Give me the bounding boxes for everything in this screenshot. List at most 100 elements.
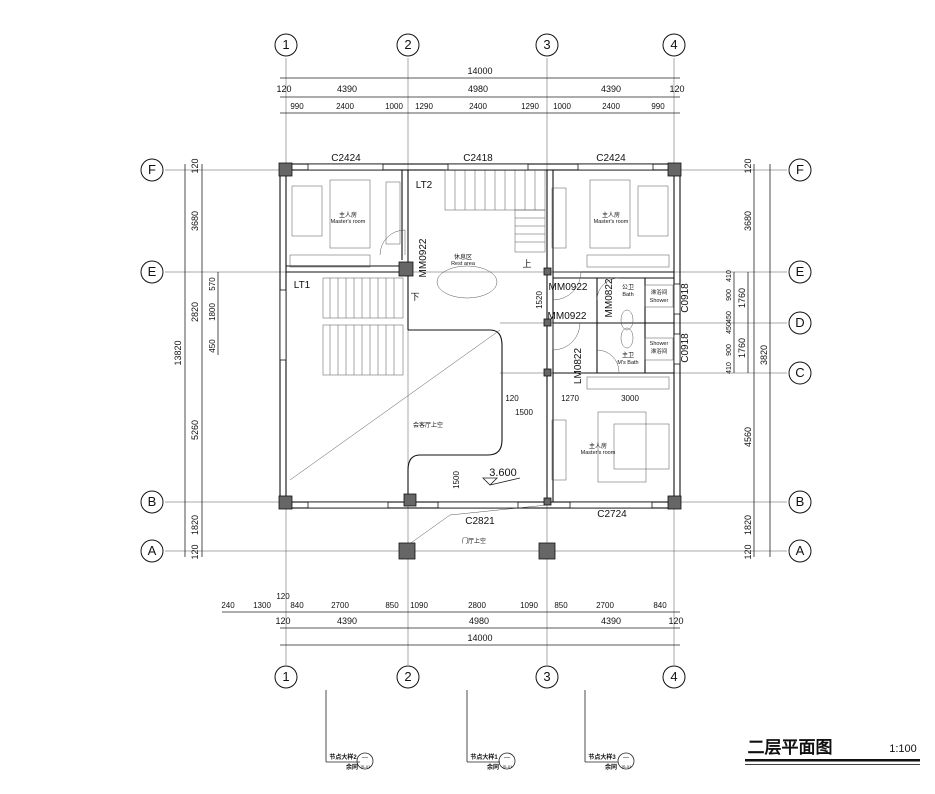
dimension-total: 13820: [173, 340, 183, 365]
door-tag: LM0822: [573, 347, 584, 384]
dimension-bay: 1760: [737, 288, 747, 308]
dimension-detail: 2400: [602, 102, 620, 111]
dimension-bay: 4980: [469, 616, 489, 626]
dimension-interior: 1520: [535, 291, 544, 309]
dimension-detail: 240: [221, 601, 235, 610]
room-label: 主人房: [602, 211, 620, 219]
drawing-scale: 1:100: [889, 743, 917, 755]
stairs: [289, 169, 548, 546]
title-underline: [745, 759, 920, 765]
dimension-lines: [184, 77, 771, 646]
dimension-total: 14000: [467, 633, 492, 643]
dimension-bay: 120: [743, 158, 753, 173]
dimension-bay: 1820: [743, 515, 753, 535]
dimension-detail: 1090: [410, 601, 428, 610]
window-tag: C2424: [331, 153, 361, 164]
dimension-bay: 1760: [737, 338, 747, 358]
dimension-detail: 900: [726, 289, 733, 301]
dimension-detail: 450: [726, 311, 733, 323]
axis-bubble-label: A: [148, 543, 157, 558]
detail-callout-sub: 余同: [345, 763, 358, 771]
door-tag: MM0922: [418, 238, 429, 277]
room-label: 主人房: [339, 211, 357, 219]
axis-bubble-label: 1: [282, 669, 289, 684]
dimension-detail: 120: [276, 592, 290, 601]
axis-bubble-label: 2: [404, 37, 411, 52]
room-label: Shower: [650, 341, 669, 347]
dimension-bay: 5260: [190, 420, 200, 440]
axis-bubble-label: B: [148, 494, 157, 509]
axis-bubbles: [140, 33, 812, 689]
detail-callout-number: —: [362, 755, 368, 761]
dimension-detail: 850: [554, 601, 568, 610]
detail-callout-label: 节点大样2: [329, 753, 357, 761]
dimension-bay: 120: [668, 616, 683, 626]
detail-callout-number: —: [623, 755, 629, 761]
dimension-interior: 120: [505, 394, 519, 403]
void-label: 会客厅上空: [413, 421, 443, 429]
dimension-bay: 4390: [601, 616, 621, 626]
detail-callout-label: 节点大样1: [470, 753, 498, 761]
dimension-bay: 4390: [601, 84, 621, 94]
dimension-bay: 2820: [190, 302, 200, 322]
dimension-interior: 1500: [515, 408, 533, 417]
dimension-detail: 450: [208, 339, 217, 353]
stair-label: LT1: [294, 280, 311, 291]
room-label: Master's room: [594, 219, 629, 225]
axis-bubble-label: 4: [670, 37, 677, 52]
dimension-detail: 850: [385, 601, 399, 610]
room-label: 公卫: [622, 284, 634, 291]
stair-direction: 下: [410, 292, 419, 302]
dimension-detail: 840: [290, 601, 304, 610]
dimension-detail: 2700: [596, 601, 614, 610]
furniture: [289, 179, 674, 483]
room-label: Master's room: [331, 219, 366, 225]
dimension-bay: 120: [190, 544, 200, 559]
columns: [278, 162, 682, 560]
dimension-bay: 3680: [190, 211, 200, 231]
axis-grid: [165, 58, 787, 665]
dimension-detail: 2800: [468, 601, 486, 610]
dimension-bay: 1820: [190, 515, 200, 535]
detail-callout-sheet: JS-01: [621, 764, 632, 769]
dimension-total: 14000: [467, 66, 492, 76]
detail-callout-sheet: JS-01: [360, 764, 371, 769]
room-label: 淋浴间: [651, 347, 668, 355]
window-tag: C2724: [597, 509, 627, 520]
window-tag: C2424: [596, 153, 626, 164]
door-tag: MM0922: [549, 282, 588, 293]
windows: [279, 163, 681, 509]
room-label: Master's room: [581, 450, 616, 456]
dimension-bay: 3680: [743, 211, 753, 231]
detail-callout-sheet: JS-01: [502, 764, 513, 769]
detail-callout-label: 节点大样3: [588, 753, 616, 761]
axis-bubble-label: 2: [404, 669, 411, 684]
dimension-bay: 120: [276, 84, 291, 94]
doors: [379, 229, 620, 373]
dimension-detail: 450: [726, 322, 733, 334]
room-label: 休息区: [454, 253, 472, 261]
dimension-detail: 840: [653, 601, 667, 610]
elevation-marker: [482, 477, 521, 486]
window-tag: C0918: [680, 333, 691, 363]
axis-bubble-label: C: [795, 365, 804, 380]
dimension-detail: 900: [726, 344, 733, 356]
room-label: 淋浴间: [651, 288, 668, 296]
axis-bubble-label: A: [796, 543, 805, 558]
axis-bubble-label: D: [795, 315, 804, 330]
axis-bubble-label: 3: [543, 37, 550, 52]
dimension-bay: 4390: [337, 84, 357, 94]
axis-bubble-label: F: [148, 162, 156, 177]
dimension-detail: 1090: [520, 601, 538, 610]
detail-callout-sub: 余同: [486, 763, 499, 771]
dimension-detail: 990: [651, 102, 665, 111]
axis-bubble-label: B: [796, 494, 805, 509]
dimension-detail: 410: [726, 362, 733, 374]
axis-bubble-label: E: [148, 264, 157, 279]
room-label: Rest area: [451, 261, 476, 267]
detail-callout-sub: 余同: [604, 763, 617, 771]
dimension-detail: 570: [208, 277, 217, 291]
detail-callout-number: —: [504, 755, 510, 761]
dimension-bay: 4980: [468, 84, 488, 94]
